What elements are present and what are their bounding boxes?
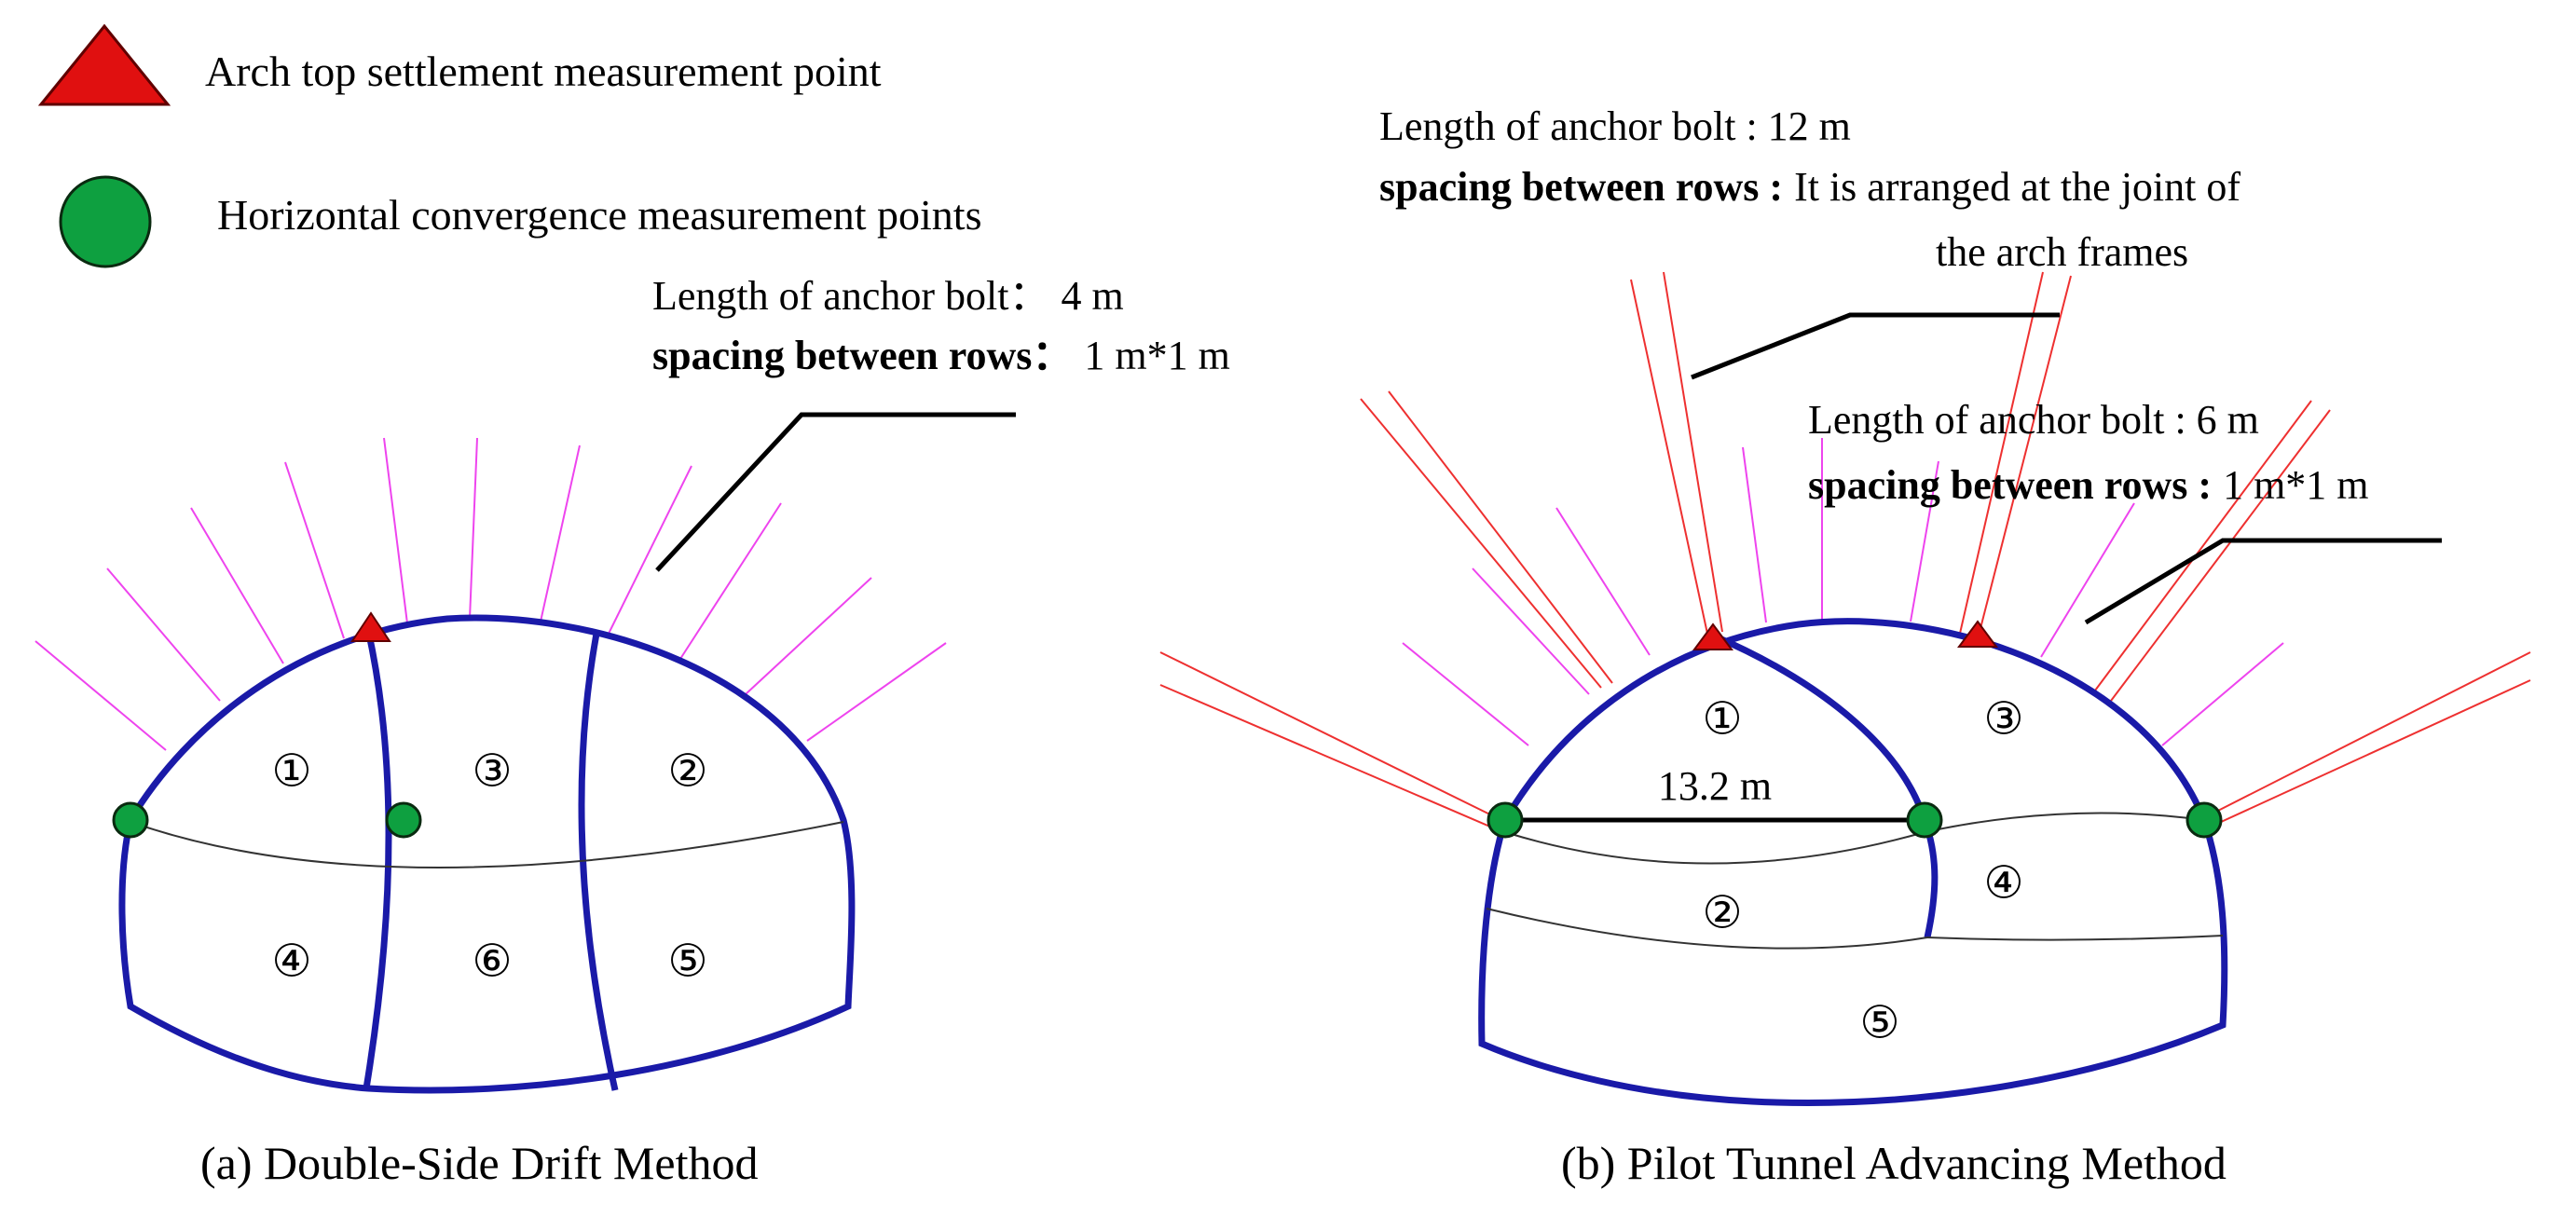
divider-a-right <box>578 633 619 1091</box>
panel-a: ① ② ③ ④ ⑤ ⑥ Length of anchor bolt：4 m sp… <box>34 273 1230 1189</box>
arch-top-marker-b-left <box>1692 622 1733 650</box>
section-b-4: ④ <box>1983 859 2023 909</box>
section-a-3: ③ <box>472 747 512 797</box>
panel-b: 13.2 m ① ② ③ ④ ⑤ Length of anchor bolt :… <box>1159 103 2531 1189</box>
convergence-point-a-mid <box>385 801 422 839</box>
mid-divider-a <box>130 821 844 868</box>
legend-arch-top-label: Arch top settlement measurement point <box>205 48 882 95</box>
bolt1-length-b: Length of anchor bolt : 12 m <box>1379 103 1851 149</box>
bolt-length-a: Length of anchor bolt：4 m <box>652 273 1124 319</box>
section-b-3: ③ <box>1983 695 2023 745</box>
section-a-6: ⑥ <box>472 937 512 987</box>
bolt-spacing-a: spacing between rows：1 m*1 m <box>652 333 1230 378</box>
section-b-1: ① <box>1702 695 1742 745</box>
section-b-2: ② <box>1702 889 1742 938</box>
arch-top-marker-b-right <box>1957 620 1998 648</box>
leader-line-b-short <box>2084 538 2442 625</box>
section-a-1: ① <box>271 747 311 797</box>
caption-a: (a) Double-Side Drift Method <box>200 1137 758 1189</box>
span-label-b: 13.2 m <box>1658 763 1772 809</box>
bolt-lines-b-long <box>1159 271 2531 834</box>
divider-b-lower-left <box>1486 908 1928 950</box>
leader-line-b-long <box>1691 312 2060 380</box>
legend-horizontal-label: Horizontal convergence measurement point… <box>217 191 981 239</box>
convergence-point-b-right <box>2185 801 2223 839</box>
bolt1-spacing-b-line2: the arch frames <box>1936 229 2188 275</box>
section-a-2: ② <box>667 747 707 797</box>
tunnel-outline-b <box>1478 618 2228 1106</box>
bolt2-length-b: Length of anchor bolt : 6 m <box>1808 397 2259 443</box>
convergence-point-b-left <box>1487 801 1524 839</box>
divider-b-upper-right <box>1924 812 2205 833</box>
bolt-lines-b-short <box>1402 438 2284 746</box>
section-a-4: ④ <box>271 937 311 987</box>
section-b-5: ⑤ <box>1859 999 1899 1048</box>
convergence-point-b-mid <box>1906 801 1943 839</box>
arch-top-marker-a <box>350 611 391 642</box>
bolt1-spacing-b: spacing between rows :It is arranged at … <box>1379 164 2240 210</box>
bolt-lines-a <box>34 437 947 751</box>
leader-line-a <box>655 412 1016 572</box>
legend-triangle-icon <box>37 23 171 106</box>
bolt2-spacing-b: spacing between rows :1 m*1 m <box>1808 462 2369 508</box>
tunnel-outline-a <box>118 614 856 1094</box>
convergence-point-a-left <box>112 801 149 839</box>
divider-b-lower-right <box>1926 935 2224 941</box>
divider-b-upper-left <box>1504 831 1925 865</box>
legend-circle-icon <box>59 175 152 268</box>
divider-a-left <box>363 629 392 1089</box>
pilot-arch-b <box>1711 632 1939 938</box>
caption-b: (b) Pilot Tunnel Advancing Method <box>1561 1137 2227 1189</box>
section-a-5: ⑤ <box>667 937 707 987</box>
